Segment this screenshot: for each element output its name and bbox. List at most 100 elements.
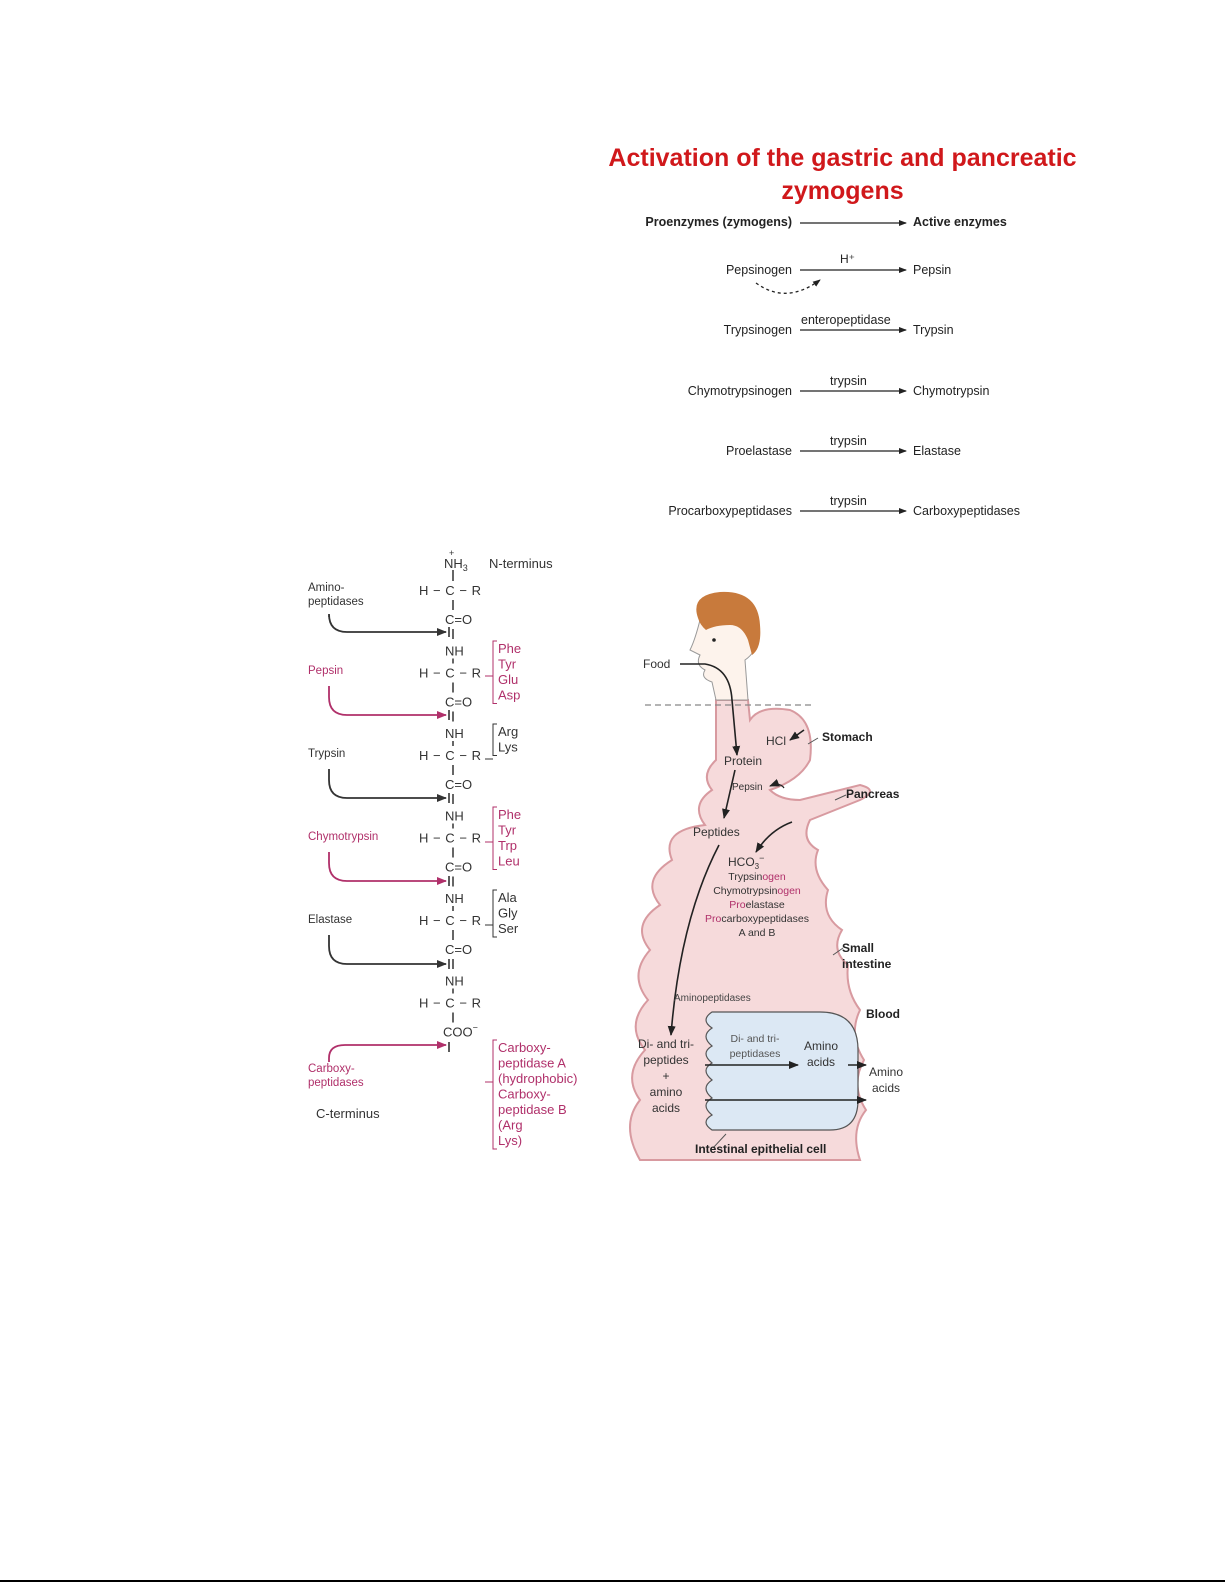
cleavage-arrow-5: [328, 1041, 447, 1062]
zymogen-pepsinogen: Pepsinogen: [725, 263, 792, 277]
lumen-products-5: acids: [652, 1101, 680, 1115]
residue-bracket-5: [492, 1039, 497, 1150]
blood-label: Blood: [866, 1007, 900, 1021]
blood-product-1: Amino: [869, 1065, 903, 1079]
pancreatic-zymogen-tail: A and B: [739, 927, 776, 939]
protein-label: Protein: [724, 754, 762, 768]
peptides-to-lumen-arrow: [667, 844, 720, 1036]
residue-3-2: Trp: [498, 838, 517, 853]
residue-5-1: peptidase A: [498, 1056, 566, 1071]
title-line-2: zymogens: [781, 177, 904, 205]
cell-product-2: acids: [807, 1055, 835, 1069]
residue-2-1: Lys: [498, 740, 518, 755]
alpha-carbon-row-5: H−C−R: [419, 996, 481, 1011]
activator-h-plus: H⁺: [840, 252, 855, 266]
residue-1-3: Asp: [498, 688, 520, 703]
nh-group-5: NH: [445, 974, 464, 989]
bicarbonate-label: HCO3−: [728, 853, 764, 871]
residue-bracket-2: [492, 723, 497, 756]
residue-5-0: Carboxy-: [498, 1040, 551, 1055]
nh-group-2: NH: [445, 726, 464, 741]
pepsin-arrow: [769, 778, 785, 789]
nh3-charge: +: [449, 548, 454, 558]
pancreas-label: Pancreas: [846, 787, 900, 801]
residue-4-0: Ala: [498, 890, 518, 905]
small-intestine-label-1: Small: [842, 941, 874, 955]
enzyme-elastase: Elastase: [913, 444, 961, 458]
cleavage-arrow-4: [328, 935, 447, 968]
enzyme-chymotrypsin: Chymotrypsin: [913, 384, 990, 398]
alpha-carbon-row-3: H−C−R: [419, 831, 481, 846]
residue-bracket-4: [492, 889, 497, 938]
nh-group-3: NH: [445, 809, 464, 824]
alpha-carbon-row-1: H−C−R: [419, 666, 481, 681]
nh-group-1: NH: [445, 644, 464, 659]
residue-3-0: Phe: [498, 807, 521, 822]
protein-to-peptides-arrow: [722, 769, 736, 819]
stomach-label: Stomach: [822, 730, 873, 744]
enzyme-label-5-0: Carboxy-: [308, 1063, 355, 1075]
epithelial-cell-label: Intestinal epithelial cell: [695, 1142, 826, 1156]
enzyme-label-0-0: Amino-: [308, 582, 345, 594]
residue-5-5: (Arg: [498, 1118, 523, 1133]
pancreatic-zymogen-3: Procarboxypeptidases: [705, 913, 809, 925]
zymogen-proelastase: Proelastase: [725, 444, 792, 458]
residue-3-3: Leu: [498, 854, 520, 869]
residue-1-2: Glu: [498, 672, 518, 687]
carbonyl-group-4: C=O: [445, 942, 472, 957]
epithelial-cell-shape: [705, 1011, 859, 1131]
activator-trypsin-1: trypsin: [830, 374, 867, 388]
lumen-products-4: amino: [650, 1085, 683, 1099]
residue-bracket-1: [492, 640, 497, 704]
nh3-group: NH3: [444, 556, 468, 573]
lumen-products-2: peptides: [643, 1053, 688, 1067]
residue-5-3: Carboxy-: [498, 1087, 551, 1102]
food-path-arrow: [680, 663, 741, 756]
stomach-leader: [807, 737, 819, 745]
carbonyl-group-0: C=O: [445, 612, 472, 627]
enzyme-label-2-0: Trypsin: [308, 748, 345, 760]
carboxylate-group: COO−: [443, 1023, 478, 1040]
aminopeptidases-label: Aminopeptidases: [674, 993, 751, 1004]
enzyme-carboxypeptidases: Carboxypeptidases: [913, 504, 1021, 518]
food-label: Food: [643, 657, 670, 671]
active-enzymes-header: Active enzymes: [913, 215, 1007, 229]
pepsin-label: Pepsin: [732, 782, 763, 793]
enzyme-trypsin: Trypsin: [913, 323, 954, 337]
residue-2-0: Arg: [498, 724, 518, 739]
residue-1-1: Tyr: [498, 657, 517, 672]
small-intestine-label-2: intestine: [842, 957, 892, 971]
hair-icon: [696, 591, 761, 655]
enzyme-label-5-1: peptidases: [308, 1077, 364, 1089]
alpha-carbon-row-0: H−C−R: [419, 583, 481, 598]
peptides-label: Peptides: [693, 825, 740, 839]
activator-trypsin-3: trypsin: [830, 494, 867, 508]
cleavage-arrow-1: [328, 686, 447, 719]
pancreas-secretion-arrow: [755, 821, 793, 853]
alpha-carbon-row-4: H−C−R: [419, 913, 481, 928]
pancreatic-zymogen-1: Chymotrypsinogen: [713, 885, 801, 897]
lumen-products-1: Di- and tri-: [638, 1037, 694, 1051]
c-terminus-label: C-terminus: [316, 1106, 380, 1121]
hcl-arrow: [789, 729, 805, 741]
title-line-1: Activation of the gastric and pancreatic: [608, 144, 1077, 172]
cell-enzyme-2: peptidases: [730, 1048, 781, 1060]
zymogen-chymotrypsinogen: Chymotrypsinogen: [687, 384, 792, 398]
activation-arrows: [755, 220, 907, 514]
residue-3-1: Tyr: [498, 823, 517, 838]
epithelial-cell-leader: [712, 1133, 727, 1149]
n-terminus-label: N-terminus: [489, 556, 553, 571]
activator-enteropeptidase: enteropeptidase: [801, 313, 891, 327]
nh-group-4: NH: [445, 891, 464, 906]
zymogen-procarboxypeptidases: Procarboxypeptidases: [668, 504, 792, 518]
residue-1-0: Phe: [498, 641, 521, 656]
page-title: Activation of the gastric and pancreatic…: [600, 142, 1085, 208]
enzyme-label-1-0: Pepsin: [308, 665, 343, 677]
pancreatic-zymogen-2: Proelastase: [729, 899, 785, 911]
cleavage-arrow-3: [328, 852, 447, 885]
blood-product-2: acids: [872, 1081, 900, 1095]
cleavage-arrow-2: [328, 769, 447, 802]
enzyme-pepsin: Pepsin: [913, 263, 952, 277]
